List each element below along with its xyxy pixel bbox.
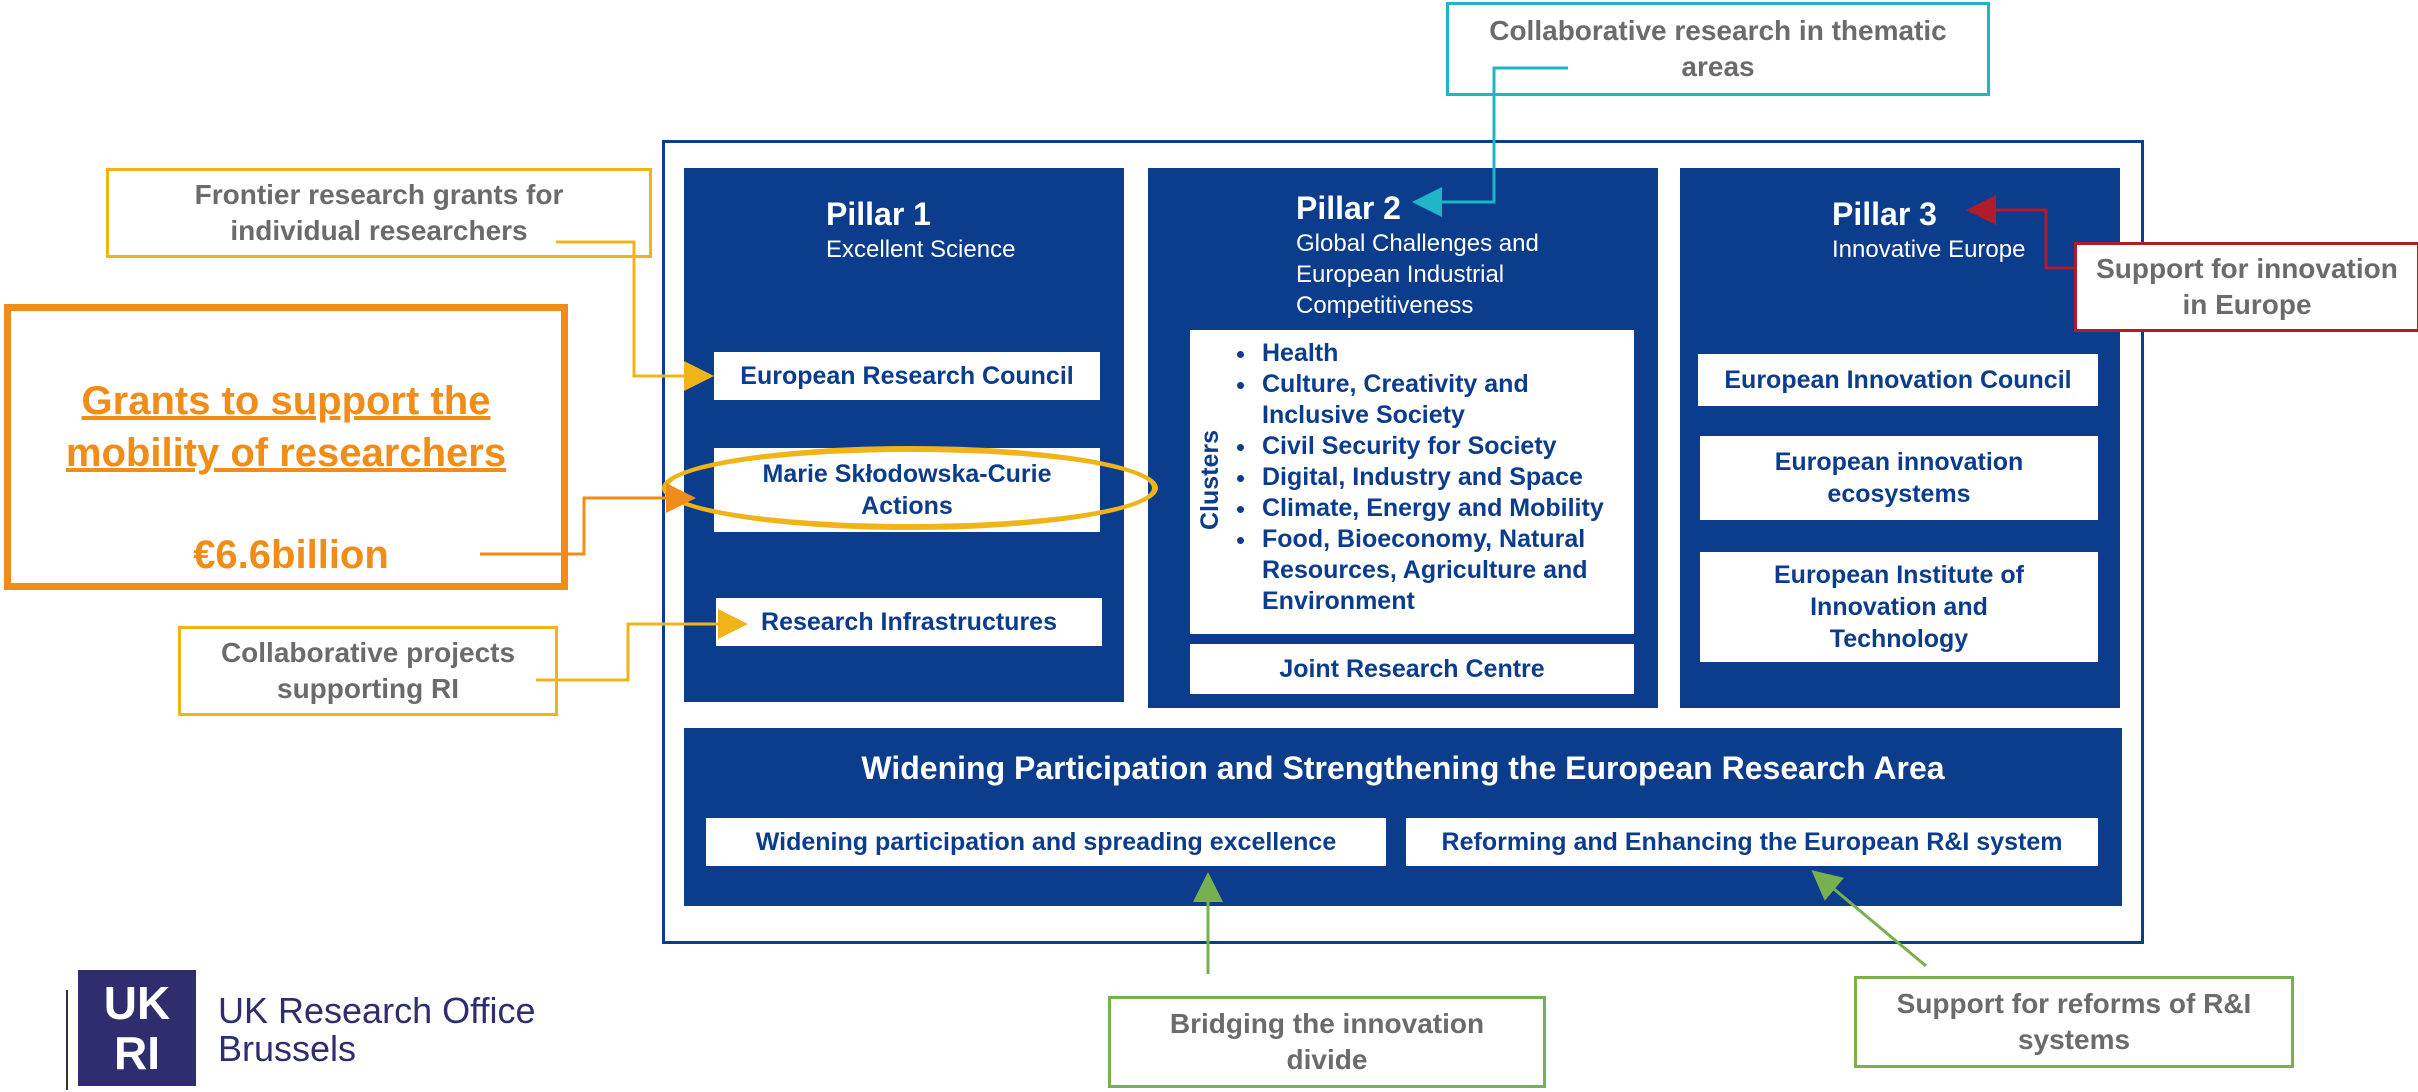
ri-arrow	[536, 609, 748, 682]
pillar-3-subtitle: Innovative Europe	[1832, 236, 2026, 263]
widening-panel	[684, 728, 2122, 906]
cluster-item: Health	[1258, 338, 1630, 369]
erc-box: European Research Council	[714, 352, 1100, 400]
frontier-arrow	[556, 240, 714, 391]
innovation-callout: Support for innovation in Europe	[2074, 242, 2418, 332]
pillar-2-subtitle: Global Challenges and European Industria…	[1296, 230, 1539, 319]
logo-mark: UKRI	[103, 977, 171, 1079]
horizon-europe-frame	[662, 140, 2144, 944]
clusters-list: Health Culture, Creativity and Inclusive…	[1230, 338, 1630, 617]
thematic-arrow	[1412, 66, 1568, 217]
pillar-1-subtitle: Excellent Science	[826, 236, 1016, 263]
mobility-arrow	[480, 483, 696, 556]
logo-line-2: Brussels	[218, 1028, 357, 1069]
divide-callout: Bridging the innovation divide	[1108, 996, 1546, 1088]
cluster-item: Digital, Industry and Space	[1258, 462, 1630, 493]
widening-left-box: Widening participation and spreading exc…	[706, 818, 1386, 866]
reforms-callout: Support for reforms of R&I systems	[1854, 976, 2294, 1068]
mobility-title: Grants to support the mobility of resear…	[65, 379, 507, 475]
ri-callout: Collaborative projects supporting RI	[178, 626, 558, 716]
reforms-arrow	[1811, 870, 1927, 968]
pillar-3-title: Pillar 3	[1832, 196, 1937, 232]
thematic-callout: Collaborative research in thematic areas	[1446, 2, 1990, 96]
eic-box: European Innovation Council	[1698, 354, 2098, 406]
cluster-item: Civil Security for Society	[1258, 431, 1630, 462]
pillar-1-title: Pillar 1	[826, 196, 931, 232]
logo-rule	[66, 990, 68, 1090]
msca-highlight-ellipse	[662, 446, 1158, 530]
jrc-box: Joint Research Centre	[1190, 644, 1634, 694]
cluster-item: Food, Bioeconomy, Natural Resources, Agr…	[1258, 524, 1630, 617]
widening-title: Widening Participation and Strengthening…	[861, 750, 1945, 786]
clusters-box: Clusters Health Culture, Creativity and …	[1190, 330, 1634, 634]
cluster-item: Climate, Energy and Mobility	[1258, 493, 1630, 524]
ukri-logo-icon: UKRI	[78, 970, 196, 1086]
logo-line-1: UK Research Office	[218, 990, 536, 1031]
cluster-item: Culture, Creativity and Inclusive Societ…	[1258, 369, 1630, 431]
pillar-2-title: Pillar 2	[1296, 190, 1401, 226]
mobility-amount: €6.6billion	[193, 533, 389, 577]
innovation-arrow	[1966, 195, 2076, 270]
innovation-ecosystems-box: European innovation ecosystems	[1700, 436, 2098, 520]
ri-box: Research Infrastructures	[716, 598, 1102, 646]
widening-right-box: Reforming and Enhancing the European R&I…	[1406, 818, 2098, 866]
eit-box: European Institute of Innovation and Tec…	[1700, 552, 2098, 662]
mobility-highlight-box: Grants to support the mobility of resear…	[4, 304, 568, 590]
